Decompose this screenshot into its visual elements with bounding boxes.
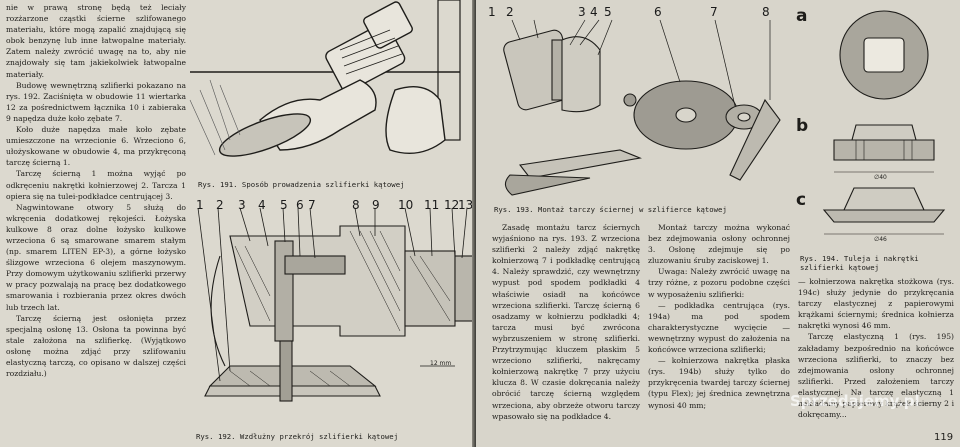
fig193-callout: 2 [506,5,514,19]
fig192-callout: 6 [296,198,304,212]
watermark: Sprzedajemy.pl [790,392,920,410]
paragraph: — kołnierzowa nakrętka stożkowa (rys. 19… [798,277,954,331]
paragraph: Zasadę montażu tarcz ściernych wyjaśnion… [492,223,640,421]
right-text-column-1: Zasadę montażu tarcz ściernych wyjaśnion… [492,222,640,422]
page-number: 119 [934,432,954,443]
fig192-callout: 10 [398,198,414,212]
paragraph: nie w prawą stronę będą też leciały rozż… [6,3,186,79]
fig193-callout: 6 [654,5,662,19]
figure-191-caption: Rys. 191. Sposób prowadzenia szlifierki … [198,180,405,189]
figure-194-caption: Rys. 194. Tuleja i nakrętki szlifierki k… [800,254,919,272]
figure-193-caption: Rys. 193. Montaż tarczy ściernej w szlif… [494,205,727,214]
left-page: nie w prawą stronę będą też leciały rozż… [0,0,474,447]
paragraph: Koło duże napędza małe koło zębate umies… [6,125,186,168]
paragraph: Uwaga: Należy zwrócić uwagę na trzy różn… [648,267,790,299]
right-text-column-2: Montaż tarczy można wykonać bez zdejmowa… [648,222,790,411]
paragraph: — podkładka centrująca (rys. 194a) ma po… [648,300,790,355]
figure-193-illustration [490,0,790,205]
figure-194-illustration [794,0,960,255]
fig194-dimension: ∅46 [874,236,887,243]
fig193-callout: 5 [604,5,612,19]
fig192-dimension: 12 mm [430,360,452,367]
figure-192-illustration [190,196,474,426]
fig193-callout: 4 [590,5,598,19]
paragraph: Nagwintowane otwory 5 służą do wkręcenia… [6,202,186,312]
fig192-callout: 8 [352,198,360,212]
fig194-letter-c: c [796,190,807,210]
fig192-callout: 9 [372,198,380,212]
paragraph: Tarczę ścierną jest osłonięta przez spec… [6,313,186,379]
fig194-letter-a: a [796,6,808,26]
fig193-callout: 1 [488,5,496,19]
paragraph: Tarczę elastyczną 1 (rys. 195) zakładamy… [798,332,954,420]
right-page: 1 2 3 4 5 6 7 8 Rys. 193. Montaż tarczy … [476,0,960,447]
left-text-column: nie w prawą stronę będą też leciały rozż… [6,2,186,379]
fig192-callout: 3 [238,198,246,212]
fig192-callout: 4 [258,198,266,212]
fig193-callout: 7 [710,5,718,19]
fig194-letter-b: b [796,116,809,136]
fig192-callout: 2 [216,198,224,212]
paragraph: Montaż tarczy można wykonać bez zdejmowa… [648,223,790,266]
paragraph: Budowę wewnętrzną szlifierki pokazano na… [6,80,186,123]
paragraph: Tarczę ścierną 1 można wyjąć po odkręcen… [6,169,186,201]
fig192-callout: 12 [444,198,460,212]
paragraph: — kołnierzowa nakrętka płaska (rys. 194b… [648,356,790,410]
fig193-callout: 3 [578,5,586,19]
fig192-callout: 13 [458,198,474,212]
fig192-callout: 7 [308,198,316,212]
figure-192-caption: Rys. 192. Wzdłużny przekrój szlifierki k… [196,432,399,441]
fig193-callout: 8 [762,5,770,19]
right-text-column-3: — kołnierzowa nakrętka stożkowa (rys. 19… [798,276,954,420]
fig194-dimension: ∅40 [874,174,887,181]
figure-191-illustration [189,0,470,180]
fig192-callout: 1 [196,198,204,212]
fig192-callout: 5 [280,198,288,212]
fig192-callout: 11 [424,198,440,212]
